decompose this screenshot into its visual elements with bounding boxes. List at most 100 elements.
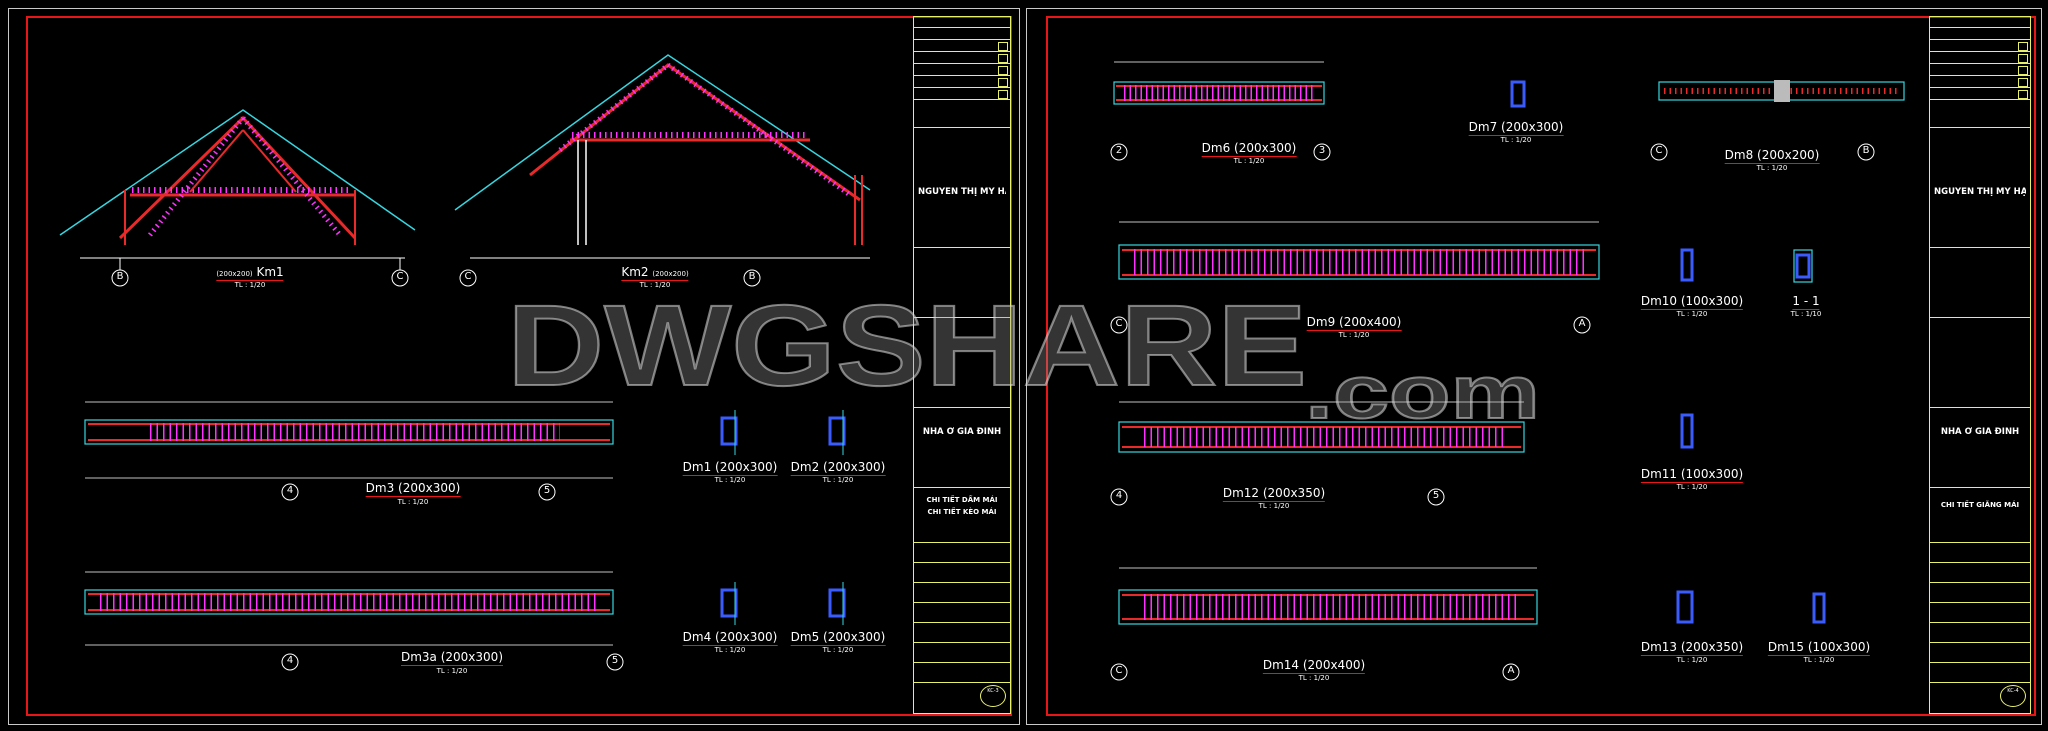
section-dm7 [1510,80,1526,108]
drawing-scale: TL : 1/20 [1756,164,1788,172]
axis-marker: 5 [611,655,619,666]
section-dm4 [720,582,738,625]
checkbox-icon [2018,78,2028,87]
section-dm13 [1676,590,1694,624]
section-dm15 [1812,592,1826,624]
drawing-label: Dm3a (200x300) [400,650,504,666]
axis-marker: A [1507,665,1515,676]
drawing-label: 1 - 1 [1792,294,1820,310]
checkbox-icon [2018,66,2028,75]
sheet-2-drawings [1110,61,1905,681]
drawing-scale: TL : 1/20 [822,476,854,484]
axis-marker: 2 [1115,145,1123,156]
sheet-stamp: KC-3 [980,685,1006,707]
sheet-border [26,16,1012,716]
beam-dm6 [1110,61,1331,161]
drawing-label: Dm4 (200x300) [682,630,778,646]
axis-marker: B [1862,145,1870,156]
drawing-scale: TL : 1/20 [397,498,429,506]
drawing-scale: TL : 1/20 [1676,656,1708,664]
beam-dm9 [1110,221,1600,334]
drawing-label: Dm15 (100x300) [1767,640,1871,656]
axis-marker: 5 [1432,490,1440,501]
drawing-label: Dm7 (200x300) [1468,120,1564,136]
checkbox-icon [998,78,1008,87]
sheet-outer-frame [8,8,1020,725]
axis-marker: 4 [1115,490,1123,501]
drawing-scale: TL : 1/20 [714,476,746,484]
drawing-label: Dm11 (100x300) [1640,467,1744,483]
drawing-scale: TL : 1/20 [1233,157,1265,165]
checkbox-icon [998,66,1008,75]
drawing-scale: TL : 1/20 [1298,674,1330,682]
drawing-sheet-2: 2 3 C B C A 4 5 C A Dm6 (200x300) TL : 1… [1024,0,2046,731]
axis-marker: 4 [286,655,294,666]
section-dm11 [1680,413,1694,449]
sheet-1-drawings [59,54,871,671]
sheet-outer-frame [1026,8,2042,725]
axis-marker: C [1115,318,1123,329]
drawing-label: Dm3 (200x300) [365,481,461,497]
drawing-scale: TL : 1/20 [234,281,266,289]
drawing-label: (200x200) Km1 [216,265,284,281]
drawing-scale: TL : 1/20 [436,667,468,675]
drawing-scale: TL : 1/20 [1258,502,1290,510]
section-1-1 [1793,249,1813,283]
drawing-scale: TL : 1/20 [1676,483,1708,491]
axis-marker: C [1115,665,1123,676]
checkbox-icon [2018,42,2028,51]
section-dm1 [720,410,738,455]
sheet-title: CHI TIẾT GIẰNG MÁI [1940,501,2020,509]
checkbox-icon [998,42,1008,51]
drawing-label: Dm12 (200x350) [1222,486,1326,502]
beam-dm3 [84,401,614,501]
checkbox-icon [2018,54,2028,63]
sheet-title: CHI TIẾT KÈO MÁI [927,508,997,516]
project-name: NHÀ Ở GIA ĐÌNH [922,427,1002,437]
axis-marker: 5 [543,485,551,496]
checkbox-icon [998,90,1008,99]
drawing-label: Dm10 (100x300) [1640,294,1744,310]
drawing-scale: TL : 1/20 [1676,310,1708,318]
drawing-scale: TL : 1/20 [822,646,854,654]
axis-marker: A [1578,318,1586,329]
drawing-label: Dm1 (200x300) [682,460,778,476]
drawing-label: Dm8 (200x200) [1724,148,1820,164]
project-name: NHÀ Ở GIA ĐÌNH [1940,427,2020,437]
section-dm10 [1680,248,1694,282]
section-dm2 [828,410,846,455]
axis-marker: C [464,271,472,282]
checkbox-icon [998,54,1008,63]
drawing-label: Km2 (200x200) [621,265,689,281]
axis-marker: B [116,271,124,282]
drawing-label: Dm5 (200x300) [790,630,886,646]
drawing-scale: TL : 1/20 [714,646,746,654]
axis-marker: B [748,271,756,282]
truss-km2 [454,54,871,287]
sheet-border [1046,16,2036,716]
sheet-title: CHI TIẾT DẦM MÁI [926,496,998,504]
drawing-sheet-1: B C C B 4 5 4 5 (200x200) Km1 TL : 1/20 … [0,0,1022,731]
axis-marker: 4 [286,485,294,496]
beam-dm12 [1110,401,1525,506]
drawing-label: Dm13 (200x350) [1640,640,1744,656]
drawing-label: Dm9 (200x400) [1306,315,1402,331]
checkbox-icon [2018,90,2028,99]
drawing-scale: TL : 1/20 [639,281,671,289]
drawing-scale: TL : 1/20 [1338,331,1370,339]
axis-marker: C [1655,145,1663,156]
section-dm5 [828,582,846,625]
beam-dm3a [84,571,624,671]
drawing-label: Dm6 (200x300) [1201,141,1297,157]
axis-marker: 3 [1318,145,1326,156]
drawing-scale: TL : 1/10 [1790,310,1822,318]
drawing-scale: TL : 1/20 [1500,136,1532,144]
beam-dm8 [1650,80,1905,161]
drawing-scale: TL : 1/20 [1803,656,1835,664]
truss-km1 [59,109,416,287]
sheet-stamp: KC-4 [2000,685,2026,707]
